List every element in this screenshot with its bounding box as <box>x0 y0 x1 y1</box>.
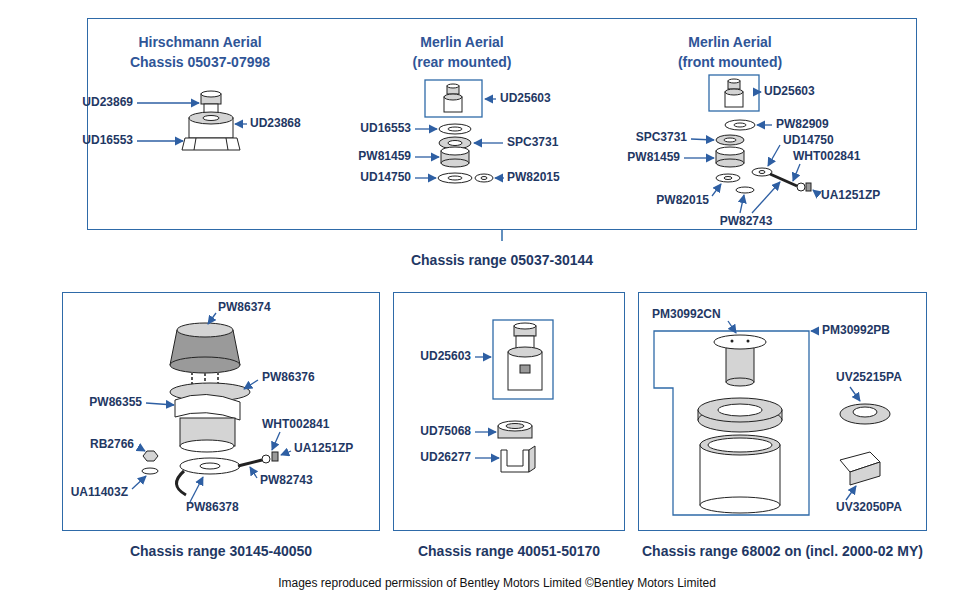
aerial-heading: Merlin Aerial <box>688 35 772 50</box>
chassis-panel: Chassis range 30145-40050 <box>62 292 380 531</box>
part-number: UD26277 <box>420 451 471 464</box>
chassis-panel: Chassis range 05037-30144 <box>87 18 917 230</box>
part-number: PW82743 <box>260 474 313 487</box>
part-number: UA11403Z <box>71 486 128 499</box>
part-number: UD25603 <box>764 85 815 98</box>
part-number: PM30992PB <box>822 324 890 337</box>
part-number: SPC3731 <box>636 131 687 144</box>
aerial-assembly-30145 <box>132 313 291 502</box>
merlin-rear-aerial <box>415 80 504 183</box>
part-number: PW81459 <box>627 151 680 164</box>
part-number: UA1251ZP <box>294 442 353 455</box>
part-number: RB2766 <box>90 438 134 451</box>
part-number: UV32050PA <box>836 501 902 514</box>
part-number: PW82743 <box>720 215 773 228</box>
part-number: PW82015 <box>656 194 709 207</box>
part-number: PW82909 <box>776 118 829 131</box>
hirschmann-aerial <box>137 91 247 150</box>
chassis-panel: Chassis range 68002 on (incl. 2000-02 MY… <box>638 292 927 531</box>
part-number: WHT002841 <box>262 418 329 431</box>
part-number: PW86378 <box>186 501 239 514</box>
part-number: UD14750 <box>783 134 834 147</box>
aerial-heading: Hirschmann Aerial <box>138 35 261 50</box>
merlin-front-aerial <box>684 75 818 213</box>
chassis-range-caption: Chassis range 40051-50170 <box>418 543 600 559</box>
chassis-range-caption: Chassis range 05037-30144 <box>411 252 593 268</box>
aerial-heading: Chassis 05037-07998 <box>130 55 270 70</box>
chassis-range-caption: Chassis range 68002 on (incl. 2000-02 MY… <box>642 543 923 559</box>
part-number: UA1251ZP <box>821 189 880 202</box>
part-number: UD75068 <box>420 425 471 438</box>
chassis-range-caption: Chassis range 30145-40050 <box>130 543 312 559</box>
aerial-assembly-68002 <box>654 321 890 515</box>
part-number: UD23868 <box>250 117 301 130</box>
part-number: UD23869 <box>82 96 133 109</box>
part-number: PW82015 <box>507 171 560 184</box>
part-number: PW86376 <box>262 371 315 384</box>
range-tick <box>501 230 503 241</box>
aerial-assembly-40051 <box>475 320 553 472</box>
part-number: WHT002841 <box>793 150 860 163</box>
aerial-heading: Merlin Aerial <box>420 35 504 50</box>
part-number: PM30992CN <box>652 308 721 321</box>
part-number: PW86374 <box>218 301 271 314</box>
part-number: SPC3731 <box>507 136 558 149</box>
part-number: UD16553 <box>82 134 133 147</box>
chassis-panel: Chassis range 40051-50170 <box>393 292 625 531</box>
aerial-heading: (rear mounted) <box>413 55 512 70</box>
part-number: UD25603 <box>420 350 471 363</box>
part-number: UD16553 <box>360 122 411 135</box>
part-number: UD25603 <box>500 92 551 105</box>
part-number: UD14750 <box>360 171 411 184</box>
part-number: PW81459 <box>358 150 411 163</box>
part-number: PW86355 <box>89 396 142 409</box>
copyright-caption: Images reproduced permission of Bentley … <box>278 576 716 590</box>
aerial-heading: (front mounted) <box>678 55 782 70</box>
part-number: UV25215PA <box>836 371 902 384</box>
